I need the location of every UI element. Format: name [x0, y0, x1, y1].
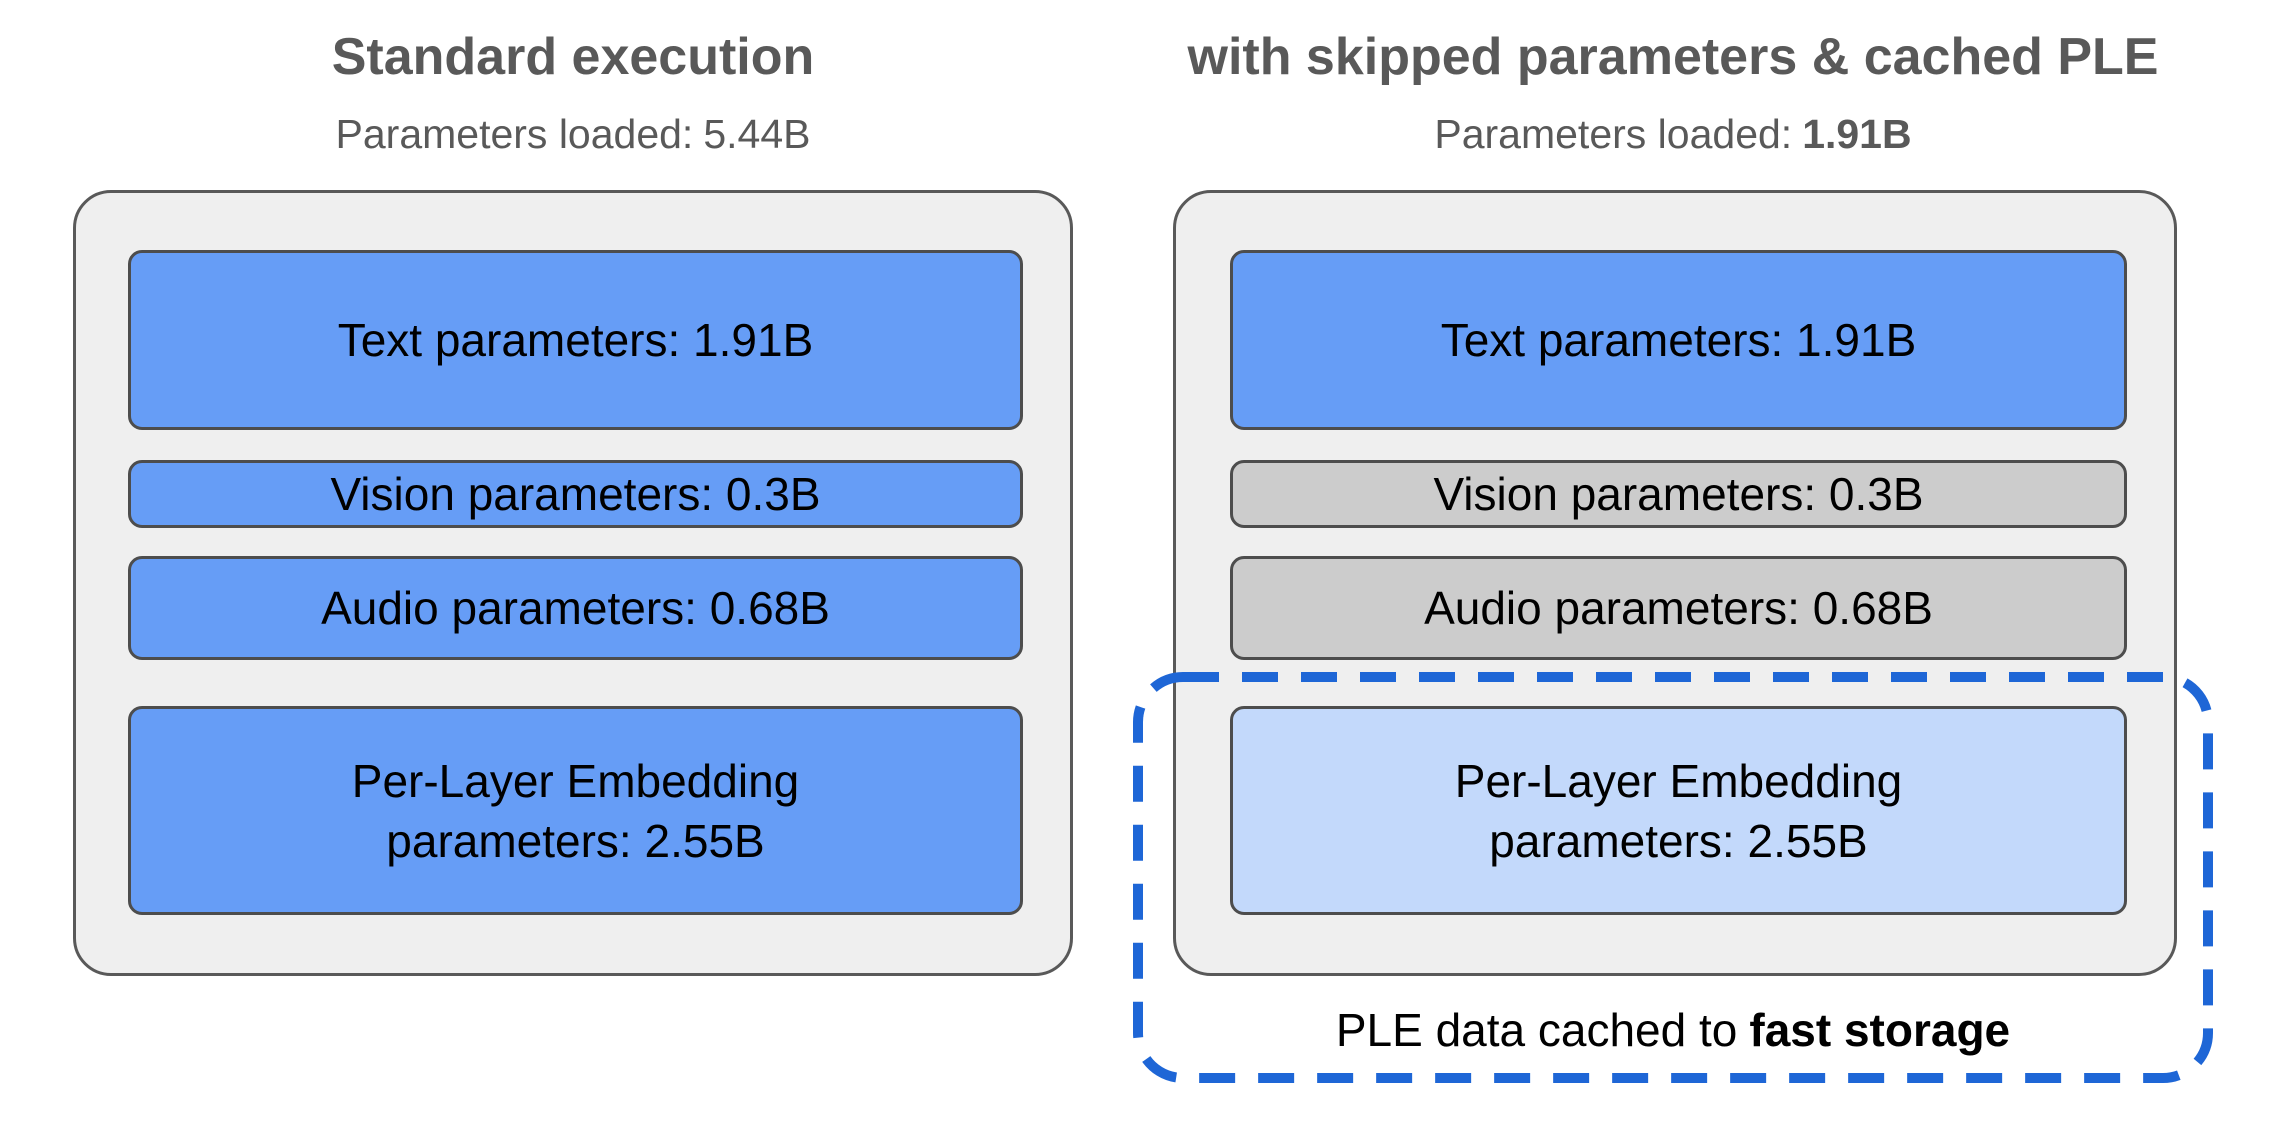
standard-audio-parameters-box: Audio parameters: 0.68B [128, 556, 1023, 660]
skipped-audio-parameters-box: Audio parameters: 0.68B [1230, 556, 2127, 660]
skipped-vision-parameters-box: Vision parameters: 0.3B [1230, 460, 2127, 528]
standard-text-parameters-box: Text parameters: 1.91B [128, 250, 1023, 430]
standard-ple-parameters-line2: parameters: 2.55B [386, 814, 765, 867]
standard-vision-parameters-box: Vision parameters: 0.3B [128, 460, 1023, 528]
parameters-loaded-value: 5.44B [703, 111, 811, 157]
skipped-cached-header: with skipped parameters & cached PLE Par… [1133, 26, 2213, 158]
skipped-parameters-loaded: Parameters loaded:1.91B [1133, 110, 2213, 158]
cached-ple-parameters-line2: parameters: 2.55B [1489, 814, 1868, 867]
skipped-text-parameters-label: Text parameters: 1.91B [1440, 314, 1917, 366]
ple-cache-caption-bold: fast storage [1749, 1004, 2011, 1056]
skipped-vision-parameters-label: Vision parameters: 0.3B [1433, 468, 1924, 520]
standard-parameters-loaded: Parameters loaded:5.44B [73, 110, 1073, 158]
skipped-audio-parameters-label: Audio parameters: 0.68B [1424, 582, 1933, 634]
skipped-cached-title: with skipped parameters & cached PLE [1187, 28, 2159, 86]
ple-cache-caption-prefix: PLE data cached to [1335, 1004, 1738, 1056]
standard-ple-parameters-line1: Per-Layer Embedding [351, 754, 800, 807]
standard-execution-header: Standard execution Parameters loaded:5.4… [73, 26, 1073, 158]
standard-text-parameters-label: Text parameters: 1.91B [337, 314, 814, 366]
skipped-text-parameters-box: Text parameters: 1.91B [1230, 250, 2127, 430]
cached-ple-parameters-line1: Per-Layer Embedding [1454, 754, 1903, 807]
standard-execution-title: Standard execution [331, 28, 815, 86]
standard-vision-parameters-label: Vision parameters: 0.3B [330, 468, 821, 520]
standard-audio-parameters-label: Audio parameters: 0.68B [321, 582, 830, 634]
parameters-loaded-label: Parameters loaded: [335, 111, 694, 157]
cached-ple-parameters-box: Per-Layer Embedding parameters: 2.55B [1230, 706, 2127, 915]
parameters-loaded-value: 1.91B [1802, 111, 1912, 157]
standard-ple-parameters-box: Per-Layer Embedding parameters: 2.55B [128, 706, 1023, 915]
parameters-loaded-label: Parameters loaded: [1434, 111, 1793, 157]
